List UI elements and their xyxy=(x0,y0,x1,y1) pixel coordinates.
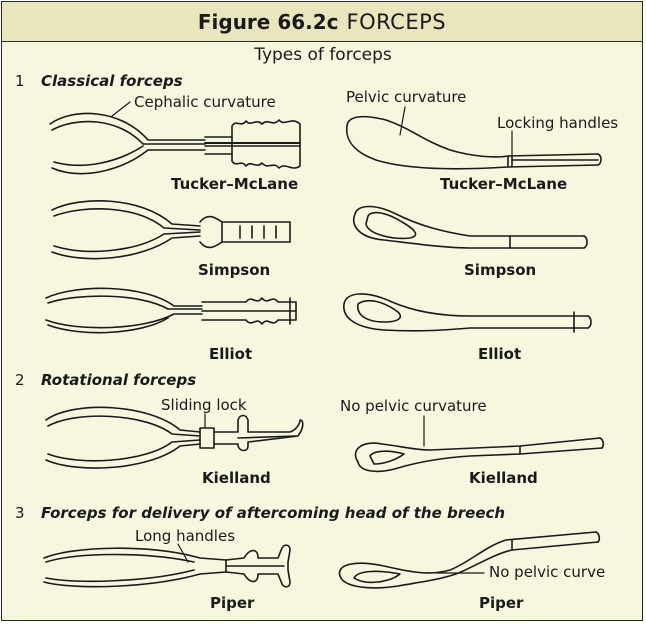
no-pelvic-curvature-label: No pelvic curvature xyxy=(340,397,487,415)
piper-top-drawing xyxy=(338,531,601,589)
leader-lines xyxy=(111,101,513,574)
long-handles-label: Long handles xyxy=(135,527,236,545)
simpson-left-name: Simpson xyxy=(198,261,271,279)
piper-left-name: Piper xyxy=(210,594,255,612)
pelvic-curvature-label: Pelvic curvature xyxy=(346,88,467,106)
cephalic-curvature-label: Cephalic curvature xyxy=(134,93,276,111)
section-3-title: Forceps for delivery of aftercoming head… xyxy=(41,504,506,522)
tucker-mclane-top-drawing xyxy=(345,115,602,170)
simpson-top-drawing xyxy=(353,205,588,249)
kielland-left-name: Kielland xyxy=(202,469,271,487)
main-title: Types of forceps xyxy=(254,45,392,65)
tucker-mclane-right-name: Tucker–McLane xyxy=(440,175,568,193)
kielland-right-name: Kielland xyxy=(469,469,538,487)
tucker-mclane-left-name: Tucker–McLane xyxy=(171,175,299,193)
elliot-right-name: Elliot xyxy=(478,345,522,363)
cephalic-curvature-leader xyxy=(111,101,131,117)
sliding-lock-label: Sliding lock xyxy=(161,396,247,414)
simpson-right-name: Simpson xyxy=(464,261,537,279)
figure-name: FORCEPS xyxy=(346,9,447,34)
piper-right-name: Piper xyxy=(479,594,524,612)
no-pelvic-curve-label: No pelvic curve xyxy=(489,563,606,581)
figure-title-bar: Figure 66.2c FORCEPS xyxy=(2,2,642,42)
section-2-title: Rotational forceps xyxy=(41,371,197,389)
figure-number: Figure 66.2c xyxy=(197,9,339,34)
section-3-number: 3 xyxy=(15,504,25,522)
section-1-title: Classical forceps xyxy=(41,72,183,90)
locking-handles-label: Locking handles xyxy=(497,114,619,132)
simpson-side-drawing xyxy=(51,200,291,260)
elliot-top-drawing xyxy=(343,293,592,333)
piper-side-drawing xyxy=(43,544,291,588)
elliot-side-drawing xyxy=(45,287,297,334)
kielland-side-drawing xyxy=(45,406,304,469)
long-handles-leader xyxy=(177,543,189,563)
section-2-number: 2 xyxy=(15,371,25,389)
elliot-left-name: Elliot xyxy=(209,345,253,363)
tucker-mclane-side-drawing xyxy=(49,112,301,175)
pelvic-curvature-leader xyxy=(399,106,406,136)
kielland-top-drawing xyxy=(354,437,605,473)
section-1-number: 1 xyxy=(15,72,25,90)
